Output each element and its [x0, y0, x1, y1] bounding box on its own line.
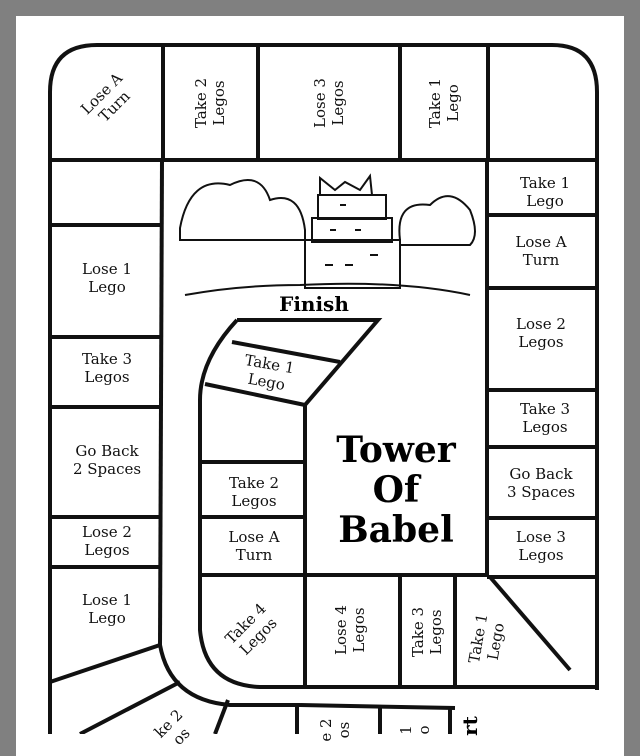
- space-bottom-2: Lose 4 Legos: [332, 605, 368, 655]
- finish-label: Finish: [279, 292, 349, 316]
- space-partial-3: 1 o: [397, 725, 433, 735]
- board-title: Tower Of Babel: [336, 429, 456, 551]
- space-inner-4: Lose A Turn: [228, 528, 280, 564]
- space-left-6: Lose 1 Lego: [82, 591, 132, 627]
- space-top-2: Take 2 Legos: [192, 77, 228, 129]
- space-left-4: Go Back 2 Spaces: [72, 442, 142, 478]
- space-right-4: Take 3 Legos: [519, 400, 571, 436]
- start-label: rt: [458, 716, 482, 736]
- space-right-6: Lose 3 Legos: [516, 528, 566, 564]
- tower-of-babel-illustration: [179, 173, 476, 296]
- space-right-1: Take 1 Lego: [519, 174, 571, 210]
- space-left-5: Lose 2 Legos: [82, 523, 132, 559]
- space-right-2: Lose A Turn: [515, 233, 567, 269]
- space-inner-3: Take 2 Legos: [228, 474, 280, 510]
- space-right-5: Go Back 3 Spaces: [506, 465, 576, 501]
- space-bottom-3: Take 3 Legos: [409, 606, 445, 658]
- board-lines: [48, 43, 599, 734]
- space-top-3: Lose 3 Legos: [311, 78, 347, 128]
- space-right-3: Lose 2 Legos: [516, 315, 566, 351]
- space-left-3: Take 3 Legos: [81, 350, 133, 386]
- space-top-4: Take 1 Lego: [426, 77, 462, 129]
- space-left-2: Lose 1 Lego: [82, 260, 132, 296]
- space-partial-2: e 2 os: [317, 718, 353, 742]
